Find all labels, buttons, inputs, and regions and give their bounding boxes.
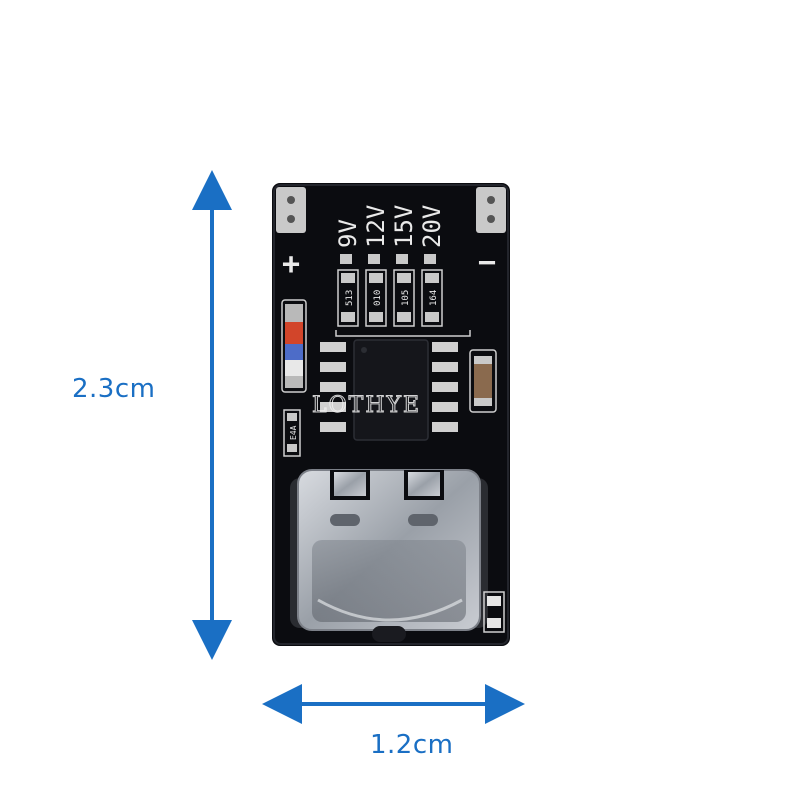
voltage-label-15v: 15V [390,205,418,248]
led-indicator [483,591,505,633]
voltage-label-20v: 20V [418,205,446,248]
usb-c-connector [290,469,488,642]
minus-sign: − [478,245,496,280]
diode [281,299,307,393]
resistor-code-2: 010 [373,290,383,306]
voltage-select-pads [340,254,436,264]
resistor-array: 513 010 105 164 [335,269,471,337]
voltage-label-9v: 9V [334,219,362,248]
negative-solder-pad [476,187,506,233]
resistor-code-3: 105 [401,290,411,306]
capacitor [469,349,497,413]
voltage-label-12v: 12V [362,205,390,248]
small-smd-component: E4A [283,409,301,457]
positive-solder-pad [276,187,306,233]
small-component-code: E4A [289,425,298,440]
resistor-code-1: 513 [345,290,355,306]
lothye-watermark: LOTHYE [312,393,421,418]
resistor-code-4: 164 [429,290,439,306]
width-dimension-label: 1.2cm [370,730,454,760]
pcb-board: 9V 12V 15V 20V + − 513 [272,183,510,646]
plus-sign: + [282,247,300,282]
height-dimension-label: 2.3cm [72,374,156,404]
pd-controller-chip [320,339,458,441]
